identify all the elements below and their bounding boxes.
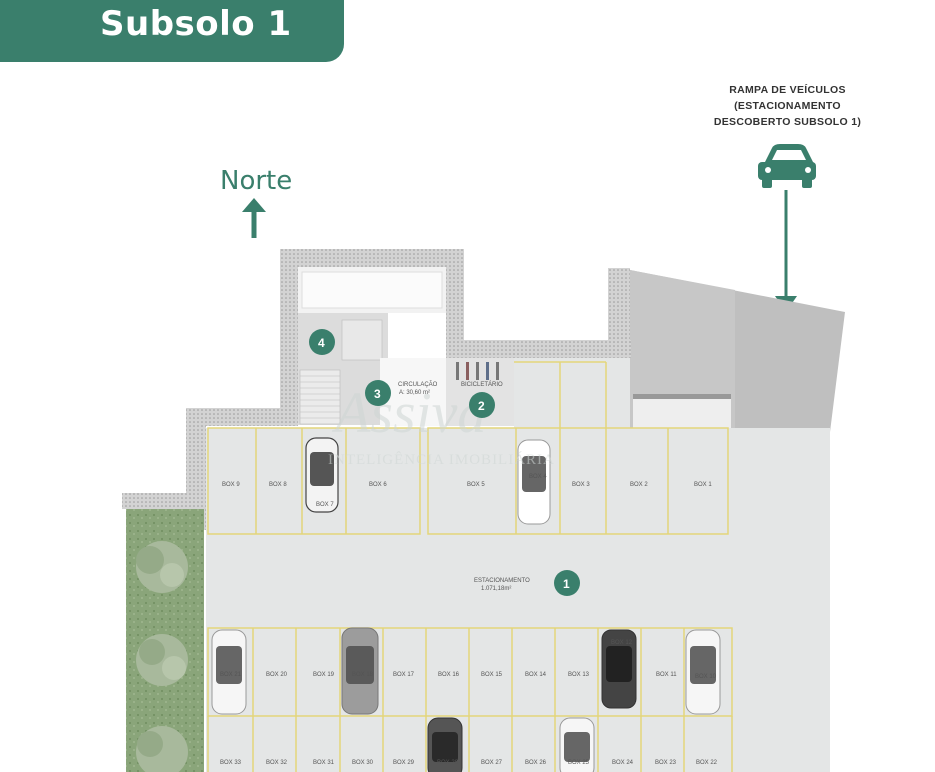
tree-icon: [136, 726, 188, 772]
parked-car-box-7: [305, 437, 339, 513]
box-label: BOX 18: [352, 672, 374, 678]
box-label: BOX 28: [437, 760, 459, 766]
ramp-label-line-1: RAMPA DE VEÍCULOS: [729, 84, 846, 96]
parked-car-box-28: [427, 717, 463, 772]
box-labels-bottom: BOX 33 BOX 32 BOX 31 BOX 30 BOX 29 BOX 2…: [220, 760, 718, 766]
page-title: Subsolo 1: [100, 4, 292, 44]
box-label: BOX 24: [612, 760, 634, 766]
box-label: BOX 4: [529, 474, 547, 480]
box-label: BOX 14: [525, 672, 547, 678]
box-label: BOX 31: [313, 760, 335, 766]
box-label: BOX 16: [438, 672, 460, 678]
box-label: BOX 20: [266, 672, 288, 678]
box-label: BOX 1: [694, 482, 712, 488]
box-label: BOX 8: [269, 482, 287, 488]
bicycle-room-label: BICICLETÁRIO: [461, 381, 503, 388]
parked-car-box-21: [211, 629, 247, 715]
marker-2: 2: [469, 392, 495, 418]
box-labels-top: BOX 9 BOX 8 BOX 7 BOX 6 BOX 5 BOX 4 BOX …: [222, 474, 712, 508]
box-label: BOX 12: [611, 640, 633, 646]
box-label: BOX 7: [316, 502, 334, 508]
box-label: BOX 19: [313, 672, 335, 678]
north-arrow-icon: [242, 198, 266, 238]
marker-1-number: 1: [563, 577, 570, 591]
box-label: BOX 9: [222, 482, 240, 488]
marker-4-number: 4: [318, 336, 325, 350]
box-label: BOX 22: [696, 760, 718, 766]
box-label: BOX 21: [220, 672, 242, 678]
box-label: BOX 32: [266, 760, 288, 766]
box-label: BOX 3: [572, 482, 590, 488]
box-label: BOX 6: [369, 482, 387, 488]
box-label: BOX 11: [656, 672, 677, 678]
ramp-label: RAMPA DE VEÍCULOS (ESTACIONAMENTO DESCOB…: [700, 82, 875, 130]
watermark-brand: Assiva: [331, 380, 486, 445]
tree-icon: [136, 541, 188, 593]
outer-wall: [280, 249, 464, 267]
parked-car-box-18: [341, 627, 379, 715]
ramp-label-line-2: (ESTACIONAMENTO: [734, 100, 841, 112]
circulation-label: CIRCULAÇÃO: [398, 381, 438, 388]
box-label: BOX 10: [695, 674, 717, 680]
parked-car-box-12: [601, 629, 637, 709]
box-label: BOX 26: [525, 760, 547, 766]
box-label: BOX 25: [568, 760, 590, 766]
box-label: BOX 15: [481, 672, 503, 678]
box-label: BOX 29: [393, 760, 415, 766]
circulation-area: A: 30,60 m²: [399, 390, 430, 396]
parked-car-box-25: [559, 717, 595, 772]
marker-3-number: 3: [374, 387, 381, 401]
parking-area: 1.071,18m²: [481, 586, 511, 592]
box-label: BOX 30: [352, 760, 374, 766]
parking-label: ESTACIONAMENTO: [474, 578, 530, 584]
stairs: [299, 319, 383, 425]
watermark-logo: Assiva INTELIGÊNCIA IMOBILIÁRIA: [328, 380, 555, 468]
box-label: BOX 13: [568, 672, 590, 678]
bicycle-racks-icon: [456, 362, 499, 380]
box-label: BOX 5: [467, 482, 485, 488]
ramp-label-line-3: DESCOBERTO SUBSOLO 1): [713, 116, 862, 128]
marker-2-number: 2: [478, 399, 485, 413]
parked-car-box-4: [517, 439, 551, 525]
box-label: BOX 27: [481, 760, 503, 766]
north-label: Norte: [220, 166, 293, 196]
ramp-arrow-icon: [775, 190, 797, 312]
watermark-tagline: INTELIGÊNCIA IMOBILIÁRIA: [328, 451, 555, 468]
title-banner: Subsolo 1: [0, 0, 344, 62]
marker-4: 4: [309, 329, 335, 355]
box-label: BOX 2: [630, 482, 648, 488]
marker-3: 3: [365, 380, 391, 406]
marker-1: 1: [554, 570, 580, 596]
parked-car-box-10: [685, 629, 721, 715]
box-label: BOX 23: [655, 760, 677, 766]
circulation-room: [380, 358, 446, 426]
box-label: BOX 33: [220, 760, 242, 766]
box-labels-middle: BOX 21 BOX 20 BOX 19 BOX 18 BOX 17 BOX 1…: [220, 640, 717, 680]
car-icon: [758, 144, 816, 188]
box-label: BOX 17: [393, 672, 415, 678]
tree-icon: [136, 634, 188, 686]
